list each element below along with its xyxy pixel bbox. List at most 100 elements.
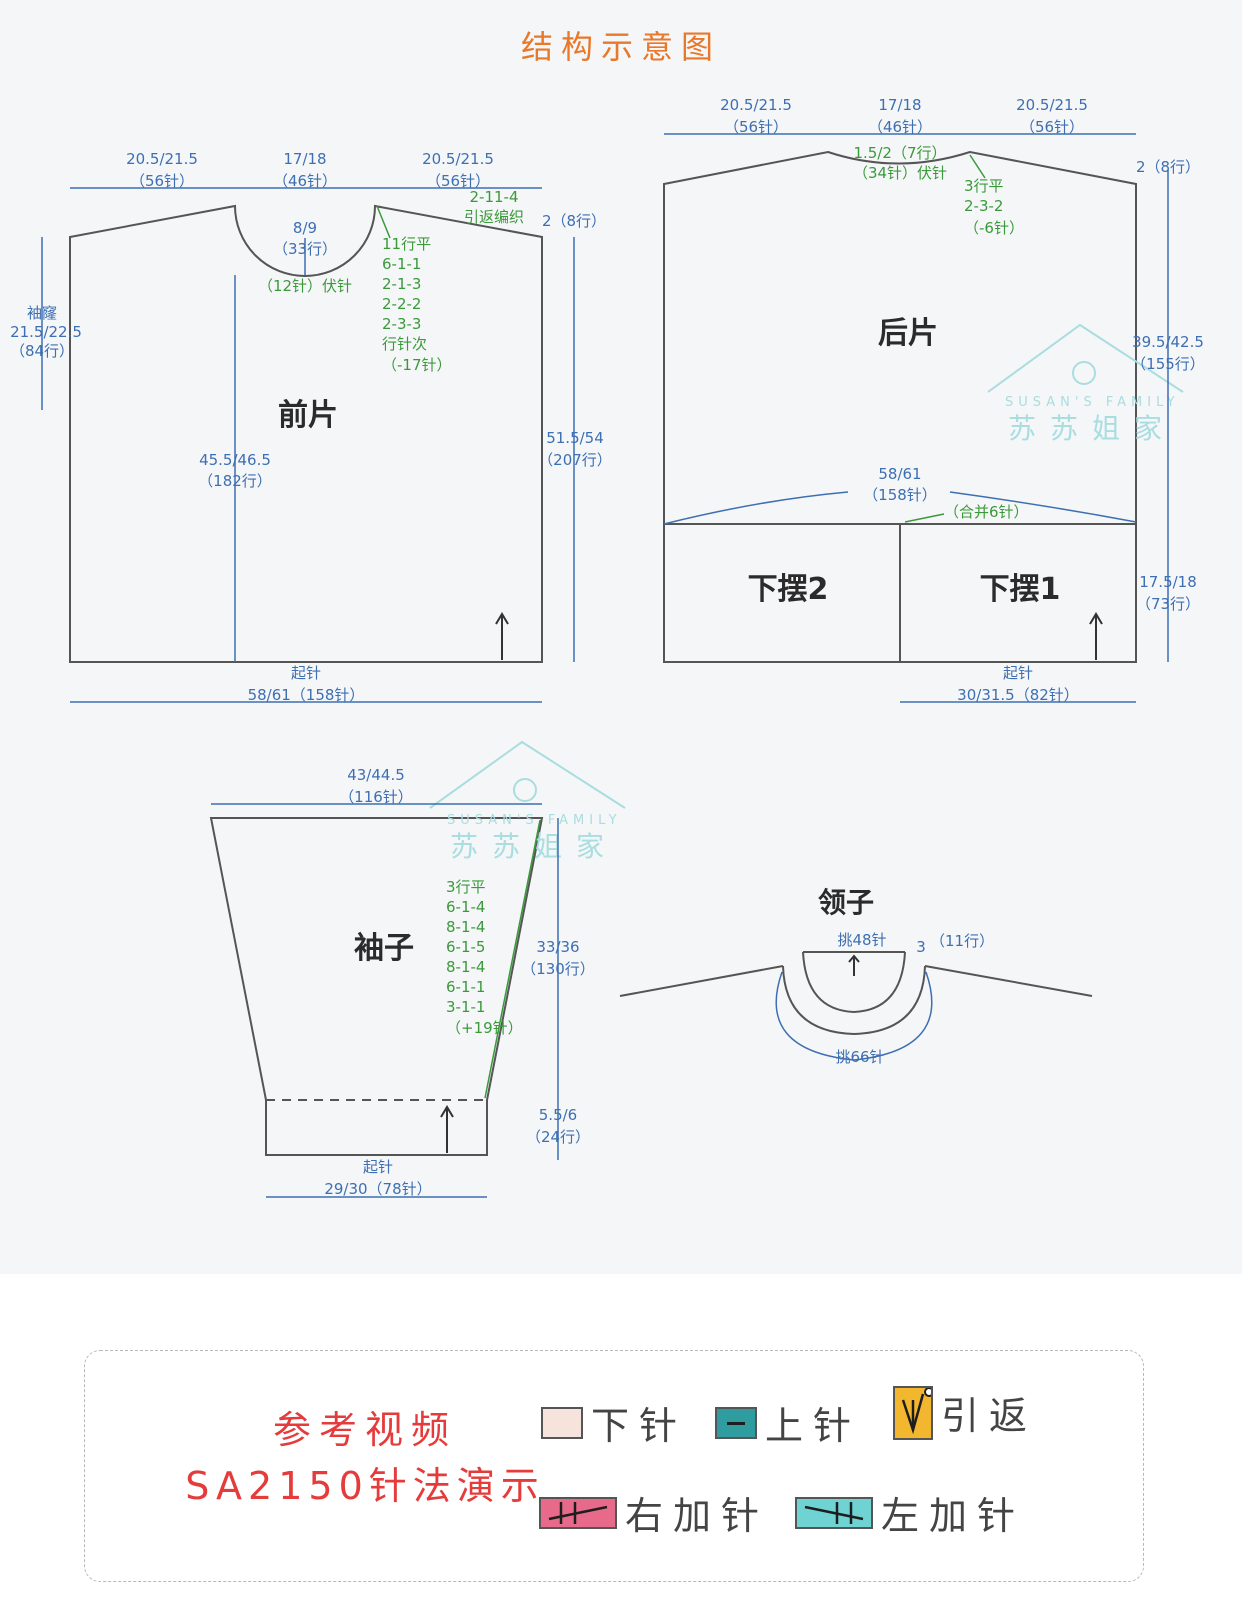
sleeve-inc-3: 8-1-4 <box>446 918 485 936</box>
legend-left-increase-label: 左加针 <box>881 1494 1026 1538</box>
back-top-mid-dim: 17/18 <box>878 96 921 114</box>
sleeve-bottom-dim: 29/30（78针） <box>324 1180 431 1198</box>
legend-purl: 上针 <box>715 1395 861 1450</box>
watermark-en-2: SUSAN'S FAMILY <box>447 813 622 828</box>
front-armhole: 21.5/22.5 <box>10 323 82 341</box>
front-top-mid-st: （46针） <box>273 172 337 190</box>
sleeve-cast-on: 起针 <box>363 1158 393 1176</box>
front-body-len-rows: （182行） <box>198 472 272 490</box>
front-piece-outline <box>69 204 543 663</box>
collar-right-shoulder <box>924 965 1093 997</box>
back-piece-name: 后片 <box>878 316 938 351</box>
back-hem1-name: 下摆1 <box>980 572 1061 607</box>
legend-knit-label: 下针 <box>591 1404 688 1448</box>
front-cast-on: 起针 <box>291 664 321 682</box>
back-shoulder-rows: 2（8行） <box>1136 158 1200 176</box>
back-neck-dec-1: 3行平 <box>964 177 1004 195</box>
back-top-left-st: （56针） <box>724 118 788 136</box>
sleeve-name: 袖子 <box>354 931 414 966</box>
sleeve-inc-6: 6-1-1 <box>446 978 485 996</box>
legend-short-row-label: 引返 <box>941 1394 1038 1438</box>
front-neck-bind: （12针）伏针 <box>258 277 352 295</box>
back-top-left-dim: 20.5/21.5 <box>720 96 792 114</box>
back-upper-len: 39.5/42.5 <box>1132 333 1204 351</box>
watermark-en: SUSAN'S FAMILY <box>1005 395 1180 410</box>
legend-short-row: 引返 <box>893 1385 1037 1440</box>
front-top-left-dim: 20.5/21.5 <box>126 150 198 168</box>
sleeve-inc-4: 6-1-5 <box>446 938 485 956</box>
front-total-len: 51.5/54 <box>546 429 604 447</box>
legend-left-increase: 左加针 <box>795 1485 1025 1540</box>
collar-inner-pickup: 挑48针 <box>837 931 886 949</box>
back-hem2-name: 下摆2 <box>748 572 829 607</box>
back-width-arc-right <box>949 491 1137 523</box>
front-short-row: 2-11-4 <box>470 188 519 206</box>
front-neck-dec-6: 行针次 <box>382 335 427 353</box>
collar-rows-num: 3 <box>916 938 926 956</box>
back-neck-dec-3: （-6针） <box>964 219 1024 237</box>
back-neck-bind: （34针）伏针 <box>853 164 947 182</box>
sleeve-cuff-rows: （24行） <box>526 1128 590 1146</box>
page-title: 结构示意图 <box>520 28 721 66</box>
collar-inner <box>802 951 906 1014</box>
reference-video-code: SA2150针法演示 <box>185 1464 545 1508</box>
back-top-right-st: （56针） <box>1020 118 1084 136</box>
front-direction-arrow-icon <box>495 612 509 660</box>
front-top-mid-dim: 17/18 <box>283 150 326 168</box>
front-top-right-st: （56针） <box>426 172 490 190</box>
sleeve-inc-5: 8-1-4 <box>446 958 485 976</box>
front-piece-name: 前片 <box>278 398 338 433</box>
back-width: 58/61 <box>878 465 921 483</box>
sleeve-outline <box>209 817 544 1156</box>
collar-direction-arrow-icon <box>848 954 860 976</box>
left-increase-icon <box>795 1496 873 1529</box>
front-body-len: 45.5/46.5 <box>199 451 271 469</box>
collar-outer-pickup-arc <box>775 971 933 1061</box>
back-width-st: （158针） <box>863 486 937 504</box>
front-short-row-label: 引返编织 <box>464 208 524 226</box>
back-width-arc <box>663 491 849 525</box>
front-neck-dec-2: 6-1-1 <box>382 255 421 273</box>
back-neck-depth: 1.5/2（7行） <box>854 144 947 162</box>
watermark-cn-2: 苏苏姐家 <box>450 830 618 863</box>
sleeve-inc-8: （+19针） <box>446 1019 523 1037</box>
back-hem-len-rows: （73行） <box>1136 595 1200 613</box>
front-neck-dec-7: （-17针） <box>382 356 452 374</box>
diagram-background <box>0 0 1242 1274</box>
front-neck-dec-1: 11行平 <box>382 235 431 253</box>
back-top-right-dim: 20.5/21.5 <box>1016 96 1088 114</box>
back-neck-note-line <box>969 154 986 179</box>
back-top-mid-st: （46针） <box>868 118 932 136</box>
collar-rows: （11行） <box>930 932 994 950</box>
schematic-diagram: SUSAN'S FAMILY 苏苏姐家 SUSAN'S FAMILY 苏苏姐家 … <box>10 96 1205 1198</box>
sleeve-inc-note-line <box>484 819 541 1099</box>
collar-name: 领子 <box>818 886 874 919</box>
back-merge: （合并6针） <box>944 503 1029 521</box>
collar-left-shoulder <box>619 965 784 997</box>
collar-outer-pickup: 挑66针 <box>835 1048 884 1066</box>
front-top-right-dim: 20.5/21.5 <box>422 150 494 168</box>
reference-video-label: 参考视频 <box>272 1408 457 1452</box>
back-direction-arrow-icon <box>1089 612 1103 660</box>
legend-right-increase-label: 右加针 <box>625 1494 770 1538</box>
sleeve-len: 33/36 <box>536 938 579 956</box>
legend-purl-label: 上针 <box>765 1404 862 1448</box>
legend-right-increase: 右加针 <box>539 1485 769 1540</box>
collar-outer <box>782 965 926 1036</box>
front-neck-note-line <box>376 205 391 239</box>
front-bottom-dim: 58/61（158针） <box>248 686 365 704</box>
sleeve-top-dim: 43/44.5 <box>347 766 405 784</box>
sleeve-inc-2: 6-1-4 <box>446 898 485 916</box>
merge-note-line <box>904 513 945 523</box>
front-total-len-rows: （207行） <box>538 451 612 469</box>
sleeve-len-rows: （130行） <box>521 960 595 978</box>
back-hem-len: 17.5/18 <box>1139 573 1197 591</box>
short-row-icon <box>893 1385 933 1440</box>
sleeve-cuff: 5.5/6 <box>539 1106 577 1124</box>
legend-knit: 下针 <box>541 1395 687 1450</box>
front-shoulder-rows: 2（8行） <box>542 212 606 230</box>
watermark-cn: 苏苏姐家 <box>1008 412 1176 445</box>
sleeve-direction-arrow-icon <box>440 1105 454 1153</box>
front-neck-dec-5: 2-3-3 <box>382 315 421 333</box>
front-neck-dec-3: 2-1-3 <box>382 275 421 293</box>
